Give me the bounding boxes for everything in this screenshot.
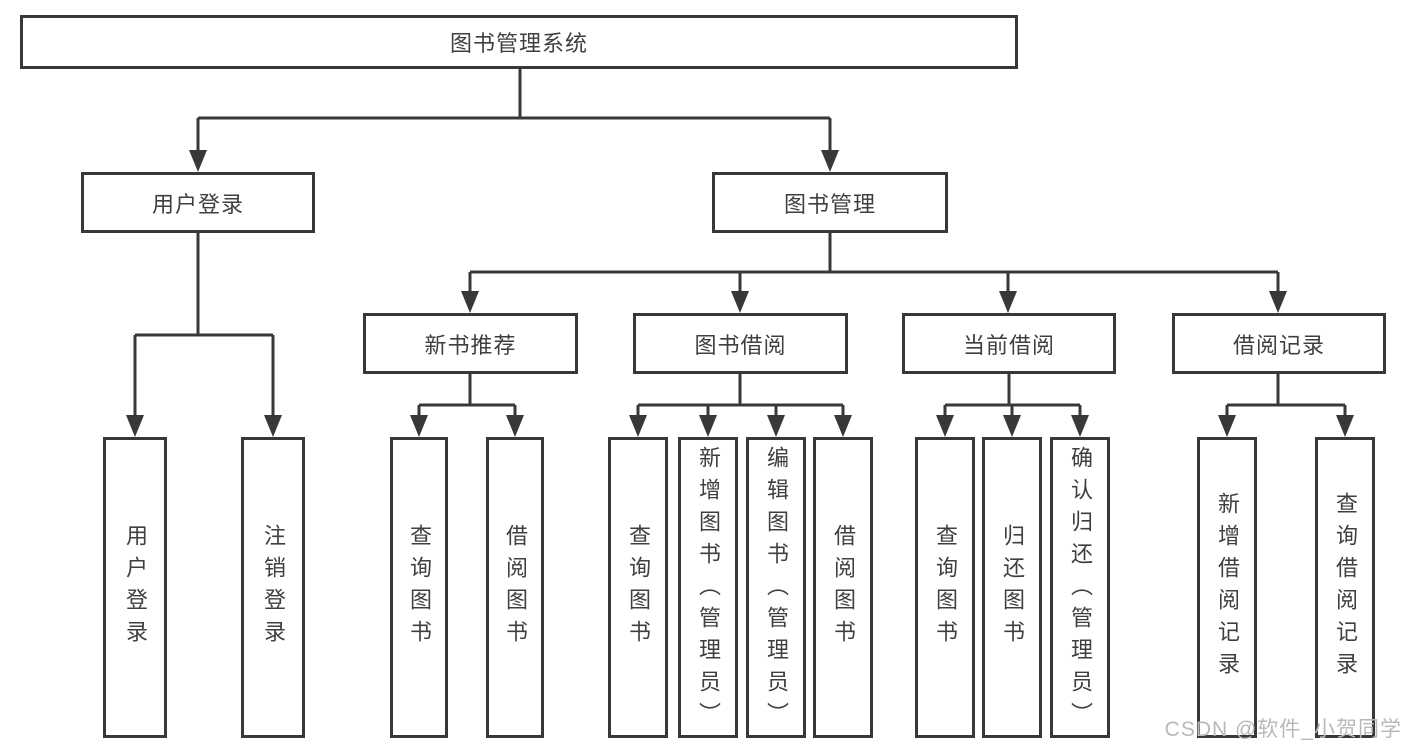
leaf-borrow-query-books: 查询图书	[608, 437, 668, 738]
node-new-book-recommend: 新书推荐	[363, 313, 578, 374]
leaf-borrow-borrow-books: 借阅图书	[813, 437, 873, 738]
leaf-recommend-borrow-books: 借阅图书	[486, 437, 544, 738]
leaf-recommend-query-books: 查询图书	[390, 437, 448, 738]
node-user-login: 用户登录	[81, 172, 315, 233]
leaf-borrow-add-books-admin: 新增图书（管理员）	[678, 437, 738, 738]
leaf-records-add-record: 新增借阅记录	[1197, 437, 1257, 738]
node-book-management: 图书管理	[712, 172, 948, 233]
leaf-borrow-edit-books-admin: 编辑图书（管理员）	[746, 437, 806, 738]
leaf-logout: 注销登录	[241, 437, 305, 738]
leaf-current-query-books: 查询图书	[915, 437, 975, 738]
csdn-watermark: CSDN @软件_小贺同学	[1164, 718, 1402, 741]
leaf-current-return-books: 归还图书	[982, 437, 1042, 738]
leaf-user-login: 用户登录	[103, 437, 167, 738]
leaf-records-query-record: 查询借阅记录	[1315, 437, 1375, 738]
node-root-system: 图书管理系统	[20, 15, 1018, 69]
node-current-borrow: 当前借阅	[902, 313, 1116, 374]
leaf-current-confirm-return-admin: 确认归还（管理员）	[1050, 437, 1110, 738]
node-book-borrow: 图书借阅	[633, 313, 848, 374]
node-borrow-records: 借阅记录	[1172, 313, 1386, 374]
